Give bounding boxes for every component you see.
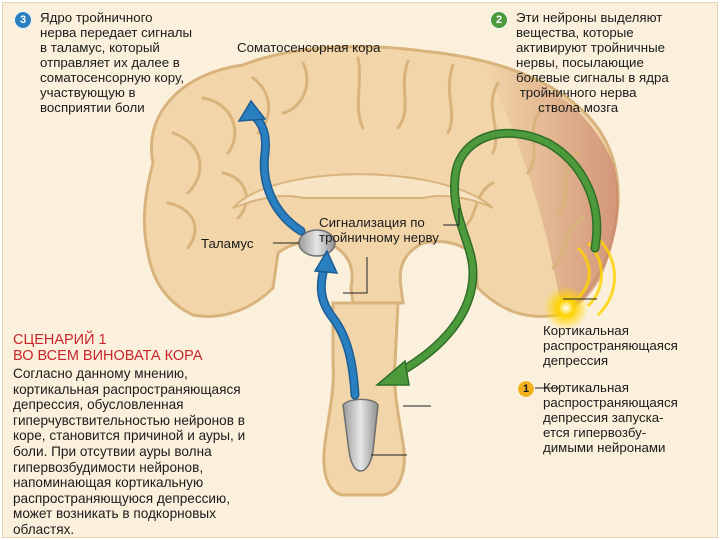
step-2-text: Эти нейроны выделяют вещества, которые а… bbox=[516, 10, 669, 115]
thalamus-label: Таламус bbox=[201, 236, 254, 251]
scenario-body: Согласно данному мнению, кортикальная ра… bbox=[13, 366, 245, 538]
step-1-text: Кортикальная распространяющаяся депресси… bbox=[543, 380, 678, 455]
step-1-badge: 1 bbox=[517, 380, 535, 398]
somatosensory-cortex-label: Соматосенсорная кора bbox=[237, 40, 380, 55]
csd-label: Кортикальная распространяющаяся депресси… bbox=[543, 323, 678, 368]
step-3-badge: 3 bbox=[14, 11, 32, 29]
scenario-title: СЦЕНАРИЙ 1 ВО ВСЕМ ВИНОВАТА КОРА bbox=[13, 332, 203, 364]
step-3-text: Ядро тройничного нерва передает сигналы … bbox=[40, 10, 192, 115]
trigeminal-signaling-label: Сигнализация по тройничному нерву bbox=[319, 215, 439, 245]
step-2-badge: 2 bbox=[490, 11, 508, 29]
